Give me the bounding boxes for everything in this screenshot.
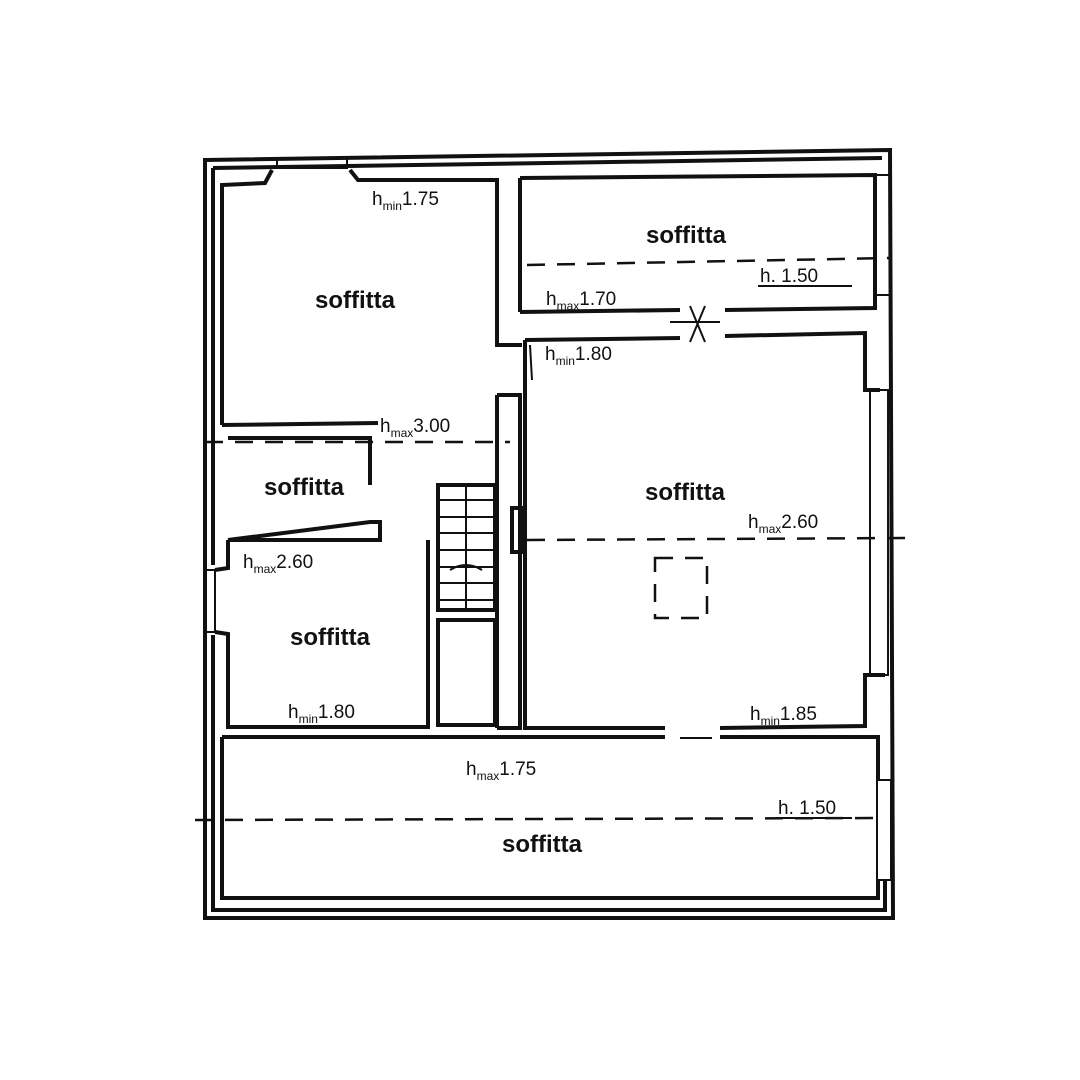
skylight xyxy=(653,556,709,620)
height-label: hmin1.80 xyxy=(545,344,612,368)
height-label: hmax1.75 xyxy=(466,759,536,783)
height-label: hmax3.00 xyxy=(380,416,450,440)
height-label: hmin1.85 xyxy=(750,704,817,728)
interior-walls xyxy=(214,168,885,900)
room-label: soffitta xyxy=(645,479,726,506)
closet xyxy=(436,618,497,727)
height-label: hmax1.70 xyxy=(546,289,616,313)
height-lines xyxy=(194,256,911,822)
window-left xyxy=(204,569,216,633)
height-label: hmax2.60 xyxy=(243,552,313,576)
outer-walls xyxy=(203,147,896,920)
room-label: soffitta xyxy=(646,222,727,249)
window-right-top xyxy=(874,174,891,296)
room-label: soffitta xyxy=(502,831,583,858)
room-label: soffitta xyxy=(290,624,371,651)
height-label: hmin1.80 xyxy=(288,702,355,726)
room-label: soffitta xyxy=(315,287,396,314)
room-label: soffitta xyxy=(264,474,345,501)
window-right-mid xyxy=(869,389,889,676)
window-top xyxy=(276,157,348,169)
window-right-bottom xyxy=(876,779,892,881)
height-label: h. 1.50 xyxy=(778,798,836,819)
height-label: h. 1.50 xyxy=(760,266,818,287)
height-label: hmax2.60 xyxy=(748,512,818,536)
height-label: hmin1.75 xyxy=(372,189,439,213)
